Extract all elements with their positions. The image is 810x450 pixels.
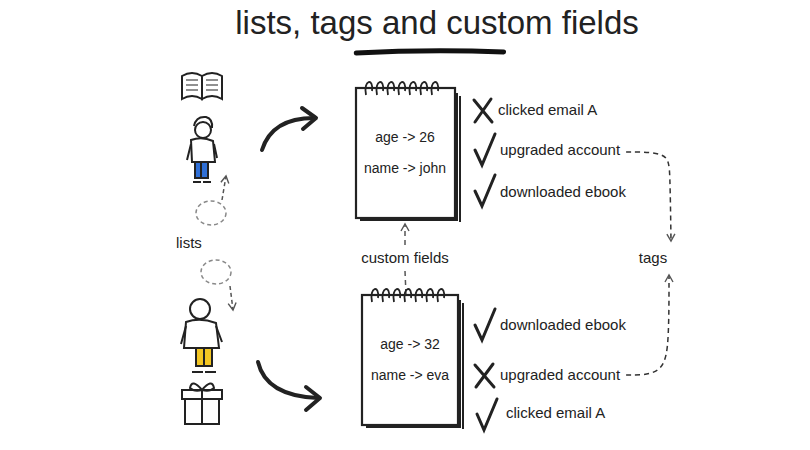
check-mark [475,309,495,340]
list-loop [196,201,226,225]
tag-marks [474,99,497,430]
field-value: name -> eva [371,367,449,384]
spiral-ring [431,82,438,95]
spiral-ring [371,289,378,302]
notebook-outline [356,88,455,218]
tag-name: downloaded ebook [500,316,626,334]
tag-name: upgraded account [500,141,620,159]
flow-arrow [258,362,318,398]
check-mark [475,175,495,206]
list-arrow-down [230,286,233,310]
tag-name: clicked email A [498,101,597,119]
list-arrow-up [222,176,226,200]
gift-icon [182,383,222,424]
notebook-outline [462,303,464,429]
list-loop [201,260,231,284]
person-figure [190,299,210,319]
tag-leader [626,152,671,241]
spiral-ring [415,289,422,302]
field-value: name -> john [364,160,446,177]
spiral-ring [404,289,411,302]
tag-name: clicked email A [506,404,605,422]
spiral-ring [393,289,400,302]
book-icon [182,73,202,99]
book-icon [186,80,218,90]
gift-icon [201,390,203,424]
notebook-card: age -> 32 name -> eva [362,295,458,425]
flow-arrow-head [302,108,316,129]
field-value: age -> 32 [380,336,440,353]
flow-arrow [262,118,314,150]
book-icon [202,73,222,99]
spiral-ring [426,289,433,302]
group-label: custom fields [361,249,449,267]
person-figure [181,299,222,372]
notebook-card: age -> 26 name -> john [356,88,455,218]
person-figure [195,122,211,138]
notebook-outline [459,96,461,222]
cross-mark [474,99,492,122]
tag-name: downloaded ebook [500,183,626,201]
gift-icon [190,383,214,390]
tag-leader [626,275,669,375]
check-mark [477,399,497,430]
person-figure [193,162,211,182]
person-figure [181,326,222,344]
notebook-outline [362,295,458,425]
spiral-ring [420,82,427,95]
tag-name: upgraded account [500,366,620,384]
notebook-outline [362,295,458,425]
title-underline [356,51,503,53]
flow-arrow-head [306,387,320,410]
person-figure [187,144,217,160]
group-label: lists [176,234,202,252]
field-value: age -> 26 [375,129,435,146]
person-figure [192,348,216,372]
book-icon [182,73,222,99]
person-figure [191,138,215,162]
spiral-ring [365,82,372,95]
person-figure [187,117,217,182]
spiral-ring [376,82,383,95]
notebook-outline [356,88,455,218]
person-figure [184,320,219,348]
group-label: tags [639,249,667,267]
spiral-ring [387,82,394,95]
cross-mark [475,364,494,387]
check-mark [475,134,495,165]
spiral-ring [437,289,444,302]
field-leader [404,224,406,245]
spiral-ring [382,289,389,302]
title: lists, tags and custom fields [235,3,639,43]
spiral-ring [398,82,405,95]
spiral-ring [409,82,416,95]
